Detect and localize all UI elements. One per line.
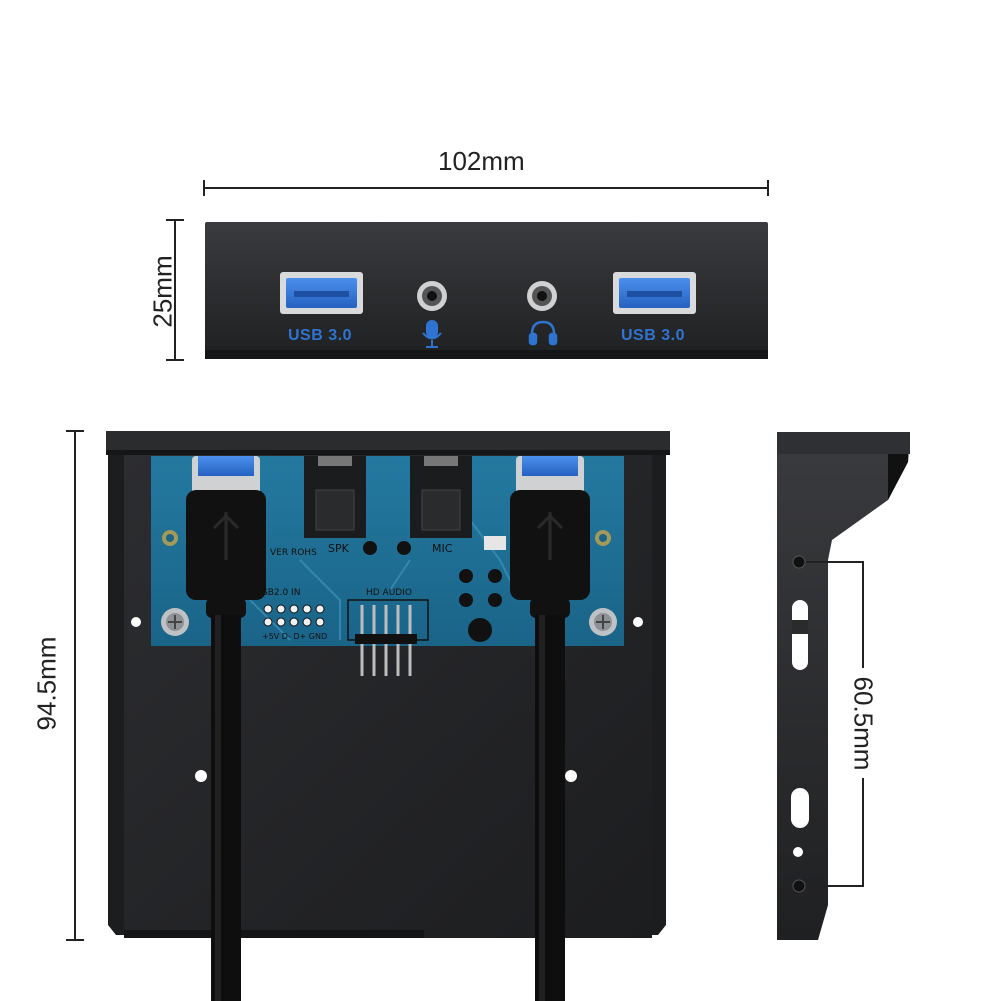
mount-hole [131, 617, 141, 627]
mount-hole [633, 617, 643, 627]
headphone-icon [528, 320, 558, 346]
side-bracket [777, 432, 910, 940]
usb-cable-left [186, 456, 266, 1001]
usb-cable-right [510, 456, 590, 1001]
side-hole-top [792, 555, 806, 569]
side-hole-bottom [792, 879, 806, 893]
usb-right-label: USB 3.0 [621, 327, 685, 344]
side-slot [791, 788, 809, 828]
front-height-dimension-label: 25mm [147, 255, 178, 328]
microphone-icon [422, 320, 442, 348]
usb-left-label: USB 3.0 [288, 327, 352, 344]
pcb-ver-label: VER ROHS [270, 548, 317, 558]
mount-hole [195, 770, 207, 782]
pcb-hd-audio-label: HD AUDIO [366, 588, 412, 598]
pcb-mic-label: MIC [432, 542, 453, 555]
width-dimension-label: 102mm [438, 146, 525, 176]
front-height-dimension-line [166, 219, 184, 361]
pcb-spk-label: SPK [328, 542, 349, 555]
pcb-pinout-label: +5V D- D+ GND [262, 632, 328, 641]
hole-spacing-dimension-line [806, 561, 864, 887]
mount-hole [565, 770, 577, 782]
panel-height-dimension-line [66, 430, 84, 941]
side-slot [792, 600, 808, 670]
panel-height-dimension-label: 94.5mm [31, 636, 62, 731]
width-dimension-line [203, 180, 769, 196]
front-panel [205, 222, 768, 359]
pcb-usb2-label: SB2.0 IN [262, 588, 301, 598]
usb2-header-pads [263, 604, 325, 627]
hole-spacing-dimension-label: 60.5mm [848, 676, 879, 771]
